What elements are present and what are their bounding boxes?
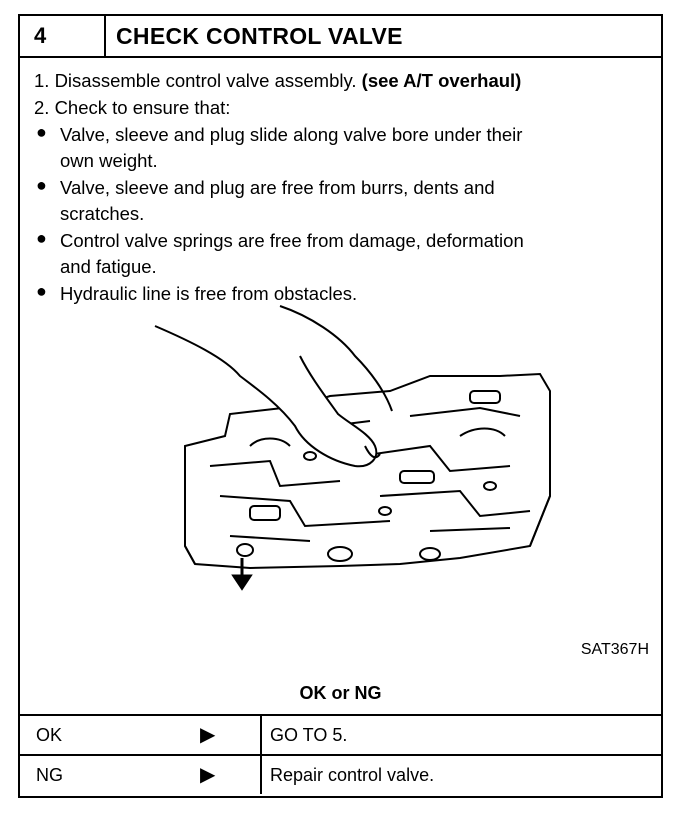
result-row-ng: NG ▶ Repair control valve. [20, 754, 661, 794]
result-action: Repair control valve. [270, 765, 435, 785]
bullet-item: Valve, sleeve and plug slide along valve… [60, 124, 523, 145]
bullet-item: Valve, sleeve and plug are free from bur… [60, 177, 495, 198]
decision-label: OK or NG [299, 683, 382, 703]
step-1-text: 1. Disassemble control valve assembly. [34, 70, 357, 91]
bullet-item-cont: scratches. [60, 203, 145, 224]
step-header: 4 CHECK CONTROL VALVE [20, 16, 661, 58]
step-number: 4 [20, 16, 106, 56]
column-divider [260, 716, 262, 754]
bullet-item: Control valve springs are free from dama… [60, 230, 524, 251]
instruction-step-2: 2. Check to ensure that: [34, 97, 231, 118]
arrow-right-icon: ▶ [200, 724, 216, 746]
bullet-icon: ● [36, 228, 47, 248]
control-valve-illustration [154, 305, 551, 591]
diagnostic-step-box: 4 CHECK CONTROL VALVE 1. Disassemble con… [18, 14, 663, 798]
result-action: GO TO 5. [270, 725, 348, 745]
column-divider [260, 756, 262, 794]
bullet-item-cont: own weight. [60, 150, 158, 171]
result-label: OK [36, 725, 63, 745]
result-row-ok: OK ▶ GO TO 5. [20, 714, 661, 754]
step-title: CHECK CONTROL VALVE [116, 23, 403, 49]
bullet-icon: ● [36, 122, 47, 142]
arrow-right-icon: ▶ [200, 764, 216, 786]
bullet-icon: ● [36, 281, 47, 301]
bullet-icon: ● [36, 175, 47, 195]
bullet-item-cont: and fatigue. [60, 256, 157, 277]
bullet-item: Hydraulic line is free from obstacles. [60, 283, 358, 304]
result-label: NG [36, 765, 63, 785]
figure-reference: SAT367H [580, 641, 649, 658]
instruction-step-1: 1. Disassemble control valve assembly. (… [34, 68, 521, 94]
step-1-reference: (see A/T overhaul) [361, 70, 522, 91]
